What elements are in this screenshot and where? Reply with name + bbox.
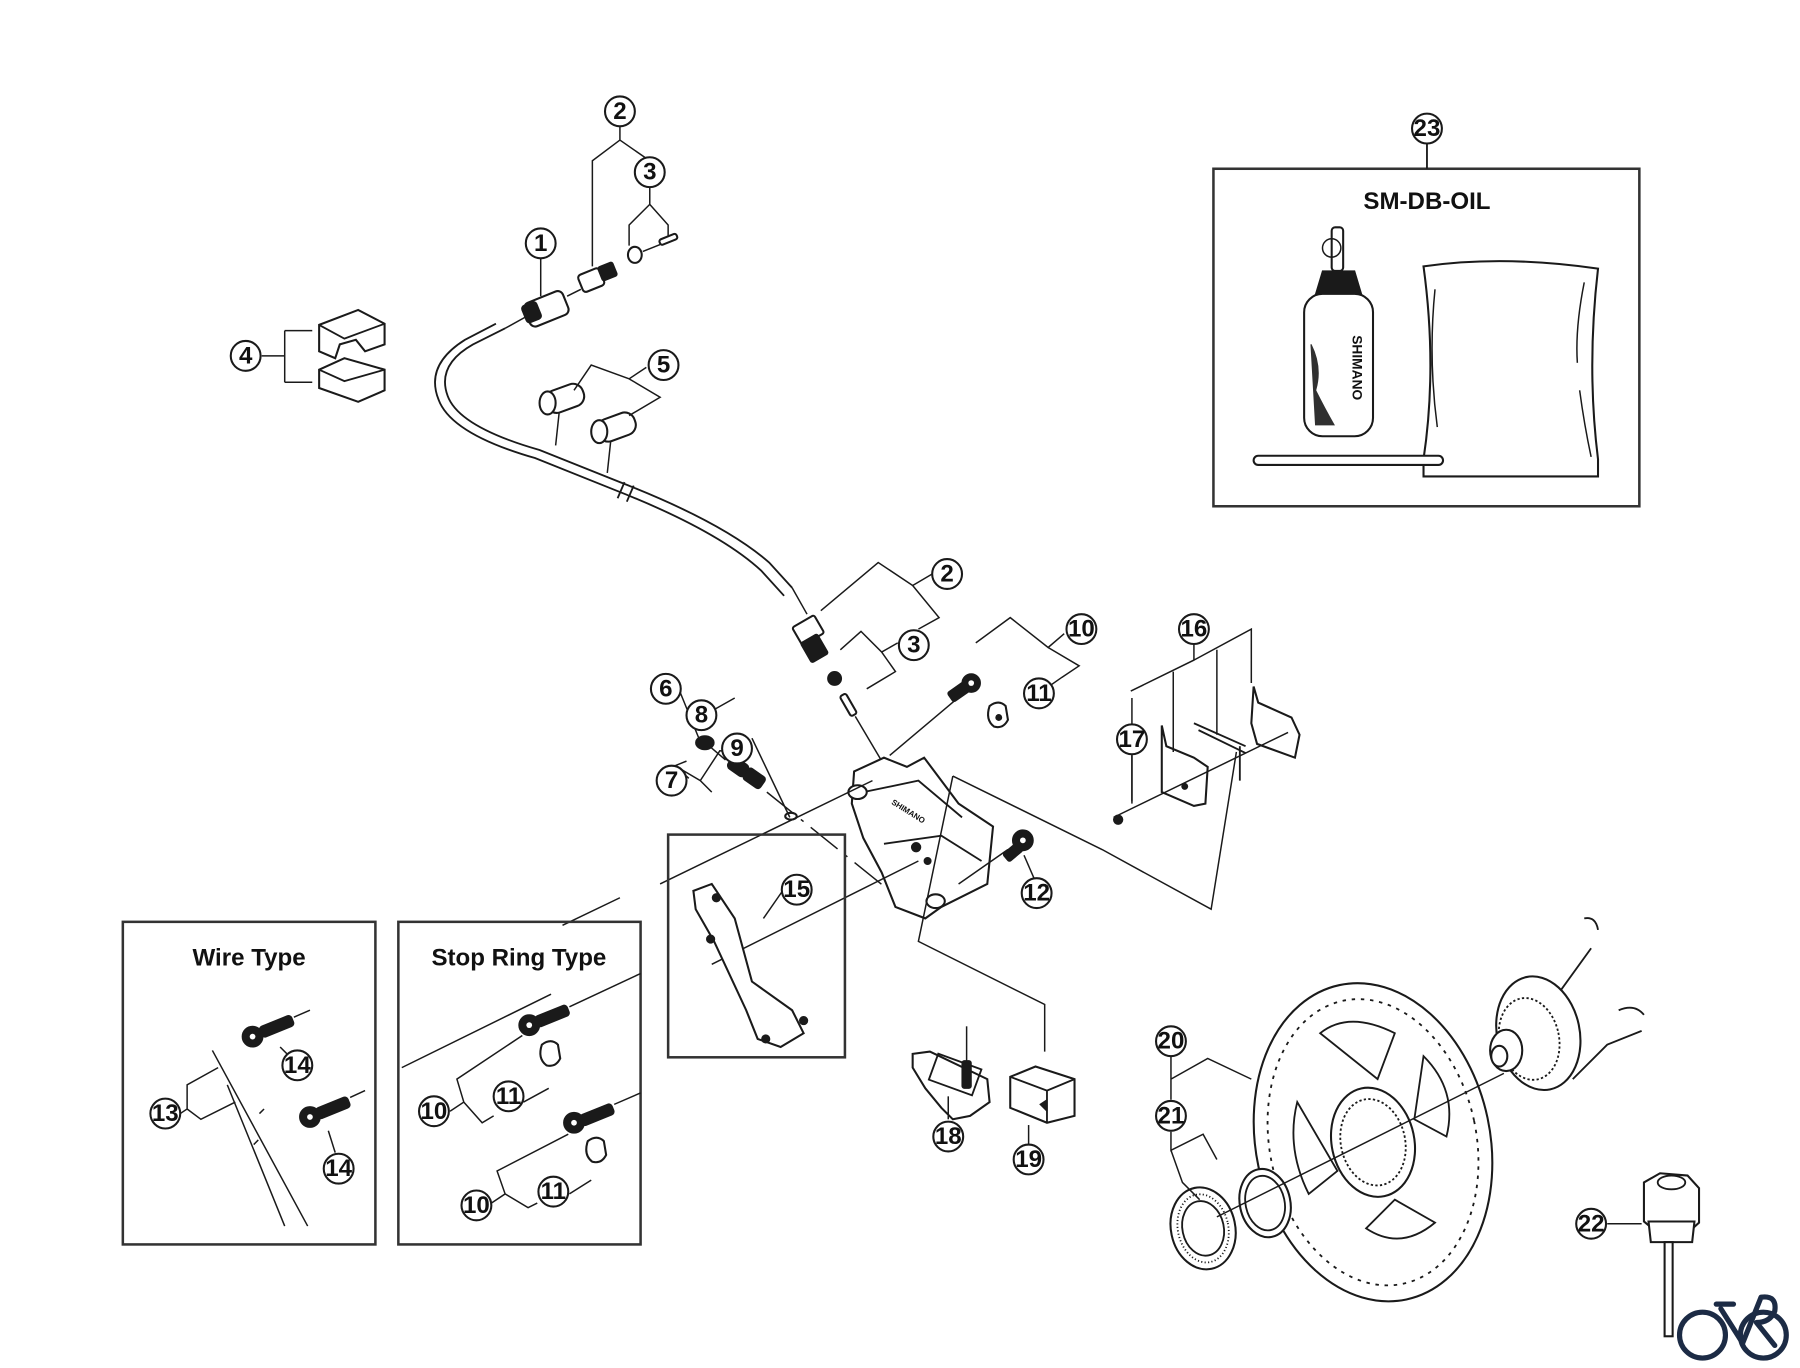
part-21-lockring[interactable] [1163, 1072, 1505, 1275]
svg-text:10: 10 [1068, 616, 1095, 643]
callout-8[interactable]: 8 [685, 699, 718, 732]
svg-text:20: 20 [1158, 1028, 1185, 1055]
part-13-fixing-wire[interactable] [211, 1050, 309, 1227]
wire-type-bolt-upper[interactable] [241, 1009, 311, 1048]
callout-2-lower[interactable]: 2 [931, 558, 964, 590]
callout-18[interactable]: 18 [932, 1120, 965, 1153]
part-22-lockring-tool[interactable] [1642, 1172, 1701, 1338]
svg-text:9: 9 [730, 735, 743, 762]
svg-text:14: 14 [325, 1155, 352, 1182]
svg-text:4: 4 [239, 342, 253, 369]
part-2-3-top-fittings[interactable] [577, 232, 679, 293]
callout-11-stopring-lower[interactable]: 11 [537, 1175, 570, 1208]
part-10-11-mounting-bolt[interactable] [889, 673, 1010, 756]
wire-type-bolt-lower[interactable] [299, 1089, 366, 1128]
svg-text:11: 11 [541, 1178, 566, 1205]
part-5-hose-guides[interactable] [538, 381, 639, 474]
oil-kit-title: SM-DB-OIL [1363, 188, 1490, 215]
wire-type-box: Wire Type [121, 920, 377, 1246]
svg-text:17: 17 [1119, 726, 1146, 753]
callout-10-stopring-lower[interactable]: 10 [460, 1189, 493, 1222]
svg-text:16: 16 [1181, 616, 1208, 643]
bottle-brand: SHIMANO [1349, 335, 1364, 400]
svg-text:11: 11 [496, 1083, 521, 1110]
svg-text:14: 14 [284, 1052, 311, 1079]
leader-lines [179, 126, 1642, 1225]
callout-10-stopring-upper[interactable]: 10 [417, 1095, 450, 1128]
part-15-mount-adapter[interactable] [692, 882, 809, 1049]
svg-text:19: 19 [1015, 1146, 1042, 1173]
part-12-pad-axle-bolt[interactable] [958, 829, 1034, 885]
svg-text:21: 21 [1158, 1102, 1185, 1129]
svg-text:18: 18 [935, 1123, 962, 1150]
svg-text:22: 22 [1578, 1210, 1605, 1237]
callout-20[interactable]: 20 [1155, 1025, 1187, 1058]
svg-text:13: 13 [152, 1100, 179, 1127]
callout-16[interactable]: 16 [1177, 613, 1210, 646]
part-2-3-lower-fittings[interactable] [791, 587, 908, 804]
callout-14-upper[interactable]: 14 [281, 1049, 314, 1082]
part-4-bleeding-spacer-blocks[interactable] [318, 308, 386, 403]
callout-3-top[interactable]: 3 [633, 156, 666, 189]
callout-5[interactable]: 5 [647, 349, 680, 382]
part-18-pad-spacer[interactable] [911, 1026, 991, 1121]
callout-14-lower[interactable]: 14 [322, 1152, 355, 1185]
callout-3-lower[interactable]: 3 [897, 629, 930, 662]
svg-text:2: 2 [940, 561, 953, 588]
svg-text:5: 5 [657, 352, 670, 379]
brake-hose [434, 322, 793, 597]
callouts: 1 2 3 4 5 2 3 6 8 9 7 10 11 12 15 16 17 … [149, 95, 1608, 1240]
stop-ring-bolt-lower[interactable] [563, 1092, 641, 1164]
svg-text:3: 3 [907, 632, 920, 659]
svg-text:23: 23 [1414, 115, 1441, 142]
callout-9[interactable]: 9 [721, 732, 753, 765]
svg-text:12: 12 [1023, 880, 1050, 907]
stop-ring-bolt-upper[interactable] [518, 972, 641, 1067]
svg-text:11: 11 [1026, 680, 1051, 707]
callout-23[interactable]: 23 [1411, 112, 1443, 145]
callout-17[interactable]: 17 [1115, 723, 1148, 756]
callout-15[interactable]: 15 [780, 873, 813, 906]
part-19-bleed-block[interactable] [1009, 1065, 1076, 1124]
stop-ring-type-box: Stop Ring Type [397, 920, 642, 1246]
svg-text:2: 2 [613, 98, 626, 125]
part-16-17-brake-pads[interactable] [1112, 686, 1301, 825]
svg-text:7: 7 [665, 767, 678, 794]
svg-text:10: 10 [463, 1192, 490, 1219]
svg-text:8: 8 [695, 702, 708, 729]
callout-6[interactable]: 6 [649, 672, 682, 705]
callout-21[interactable]: 21 [1155, 1099, 1187, 1132]
callout-11-stopring-upper[interactable]: 11 [492, 1080, 525, 1113]
hub [1489, 917, 1645, 1092]
svg-text:3: 3 [643, 159, 656, 186]
part-1-connector-insert[interactable] [504, 288, 582, 329]
callout-13[interactable]: 13 [149, 1097, 182, 1130]
part-15-mount-adapter-box [666, 833, 847, 1059]
callout-22[interactable]: 22 [1575, 1207, 1608, 1240]
brake-caliper[interactable]: SHIMANO [847, 756, 995, 920]
callout-4[interactable]: 4 [229, 339, 262, 372]
callout-10-caliper[interactable]: 10 [1065, 613, 1098, 646]
svg-text:6: 6 [659, 675, 672, 702]
svg-text:10: 10 [421, 1098, 448, 1125]
callout-1[interactable]: 1 [524, 227, 557, 260]
callout-11-caliper[interactable]: 11 [1022, 677, 1055, 710]
part-20-disc-rotor[interactable] [1225, 961, 1521, 1324]
callout-2-top[interactable]: 2 [603, 95, 636, 128]
part-23-oil-funnel-bag[interactable] [1252, 260, 1600, 478]
svg-text:15: 15 [783, 876, 810, 903]
oil-kit-box: SM-DB-OIL [1212, 143, 1641, 508]
svg-text:1: 1 [534, 230, 547, 257]
callout-19[interactable]: 19 [1012, 1143, 1045, 1176]
wire-type-title: Wire Type [193, 944, 306, 971]
callout-12[interactable]: 12 [1020, 877, 1053, 910]
callout-7[interactable]: 7 [655, 764, 688, 797]
part-23-mineral-oil-bottle[interactable]: SHIMANO [1303, 226, 1375, 438]
stop-ring-type-title: Stop Ring Type [431, 944, 606, 971]
bike-logo-icon [1676, 1294, 1789, 1361]
